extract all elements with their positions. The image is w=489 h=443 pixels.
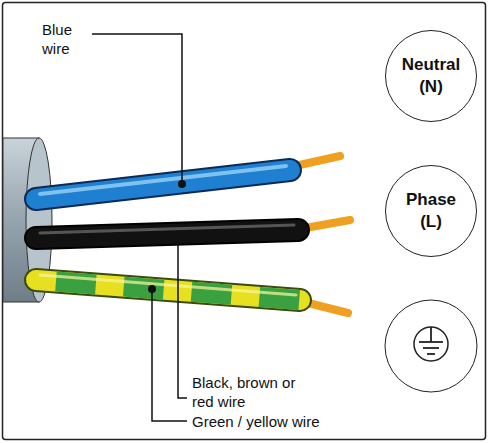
- terminal-name: Phase (L): [398, 189, 464, 233]
- text-stack: Neutral (N): [398, 54, 464, 98]
- terminal-circle: Phase (L): [385, 165, 477, 257]
- leader-lines: [92, 34, 187, 421]
- frame: [3, 3, 486, 440]
- earth-symbol: [385, 300, 477, 392]
- earth-wire: [36, 275, 348, 313]
- circle-border: [386, 166, 477, 257]
- circle-outline: [385, 165, 477, 257]
- circle-outline: [385, 30, 477, 122]
- terminal-name: Neutral (N): [398, 54, 464, 98]
- wire-label: Green / yellow wire: [192, 412, 392, 431]
- terminal-circle: Neutral (N): [385, 30, 477, 122]
- text-stack: Phase (L): [398, 189, 464, 233]
- blue-wire: [36, 156, 340, 199]
- leader-dots: [148, 180, 186, 293]
- circle-border: [386, 31, 477, 122]
- wire-label: Blue wire: [42, 20, 92, 58]
- wire-label: Black, brown or red wire: [192, 373, 320, 411]
- black-wire: [36, 220, 350, 238]
